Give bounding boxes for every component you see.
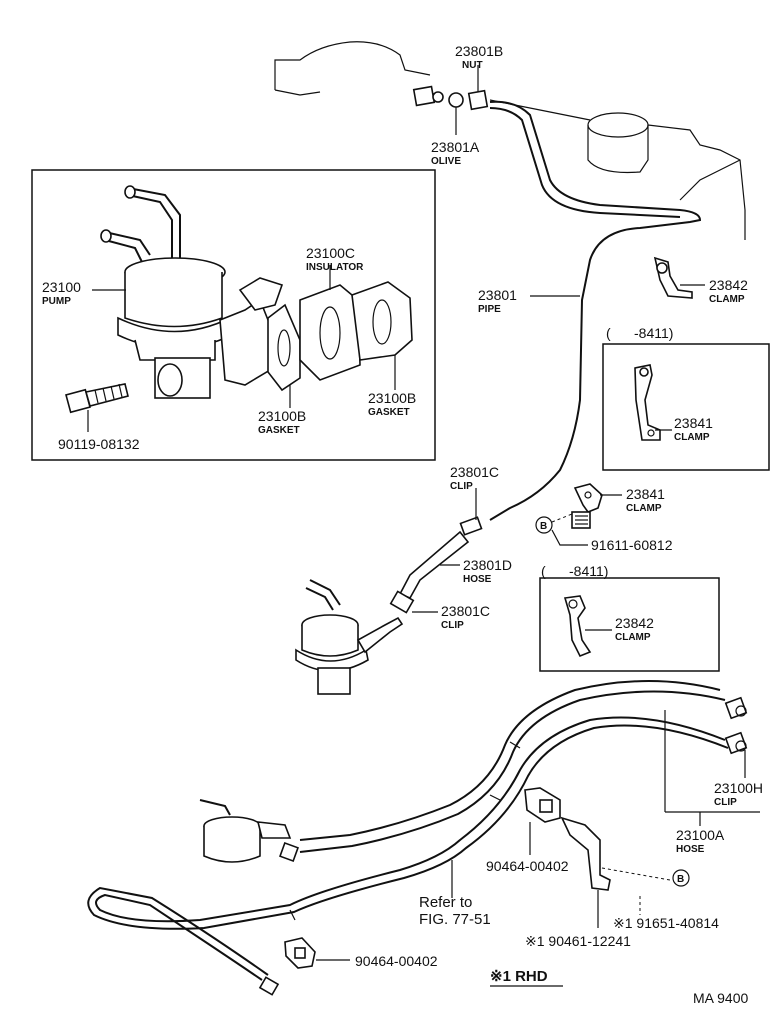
clamp-23841-boxed xyxy=(634,364,672,441)
part-number-23801B: 23801B xyxy=(455,43,503,59)
part-name-clip-lower: CLIP xyxy=(441,620,464,631)
part-number-23801A: 23801A xyxy=(431,139,480,155)
part-number-23100B-left: 23100B xyxy=(258,408,306,424)
part-name-insulator: INSULATOR xyxy=(306,262,364,273)
part-number-23842-top: 23842 xyxy=(709,277,748,293)
part-name-gasket-right: GASKET xyxy=(368,407,410,418)
clamp-90464-lower xyxy=(284,937,350,969)
part-name-clip-23100H: CLIP xyxy=(714,797,737,808)
insulator xyxy=(299,284,361,381)
clip-23801C-upper xyxy=(459,488,483,536)
part-number-23100C: 23100C xyxy=(306,245,355,261)
bolt-90119 xyxy=(65,383,129,432)
clamp-90464-upper xyxy=(524,787,561,855)
part-number-23100H: 23100H xyxy=(714,780,763,796)
part-name-hose: HOSE xyxy=(463,574,492,585)
part-number-23841: 23841 xyxy=(626,486,665,502)
rhd-note: ※1 RHD xyxy=(490,968,548,985)
reference-note-line2: FIG. 77-51 xyxy=(419,911,491,928)
part-name-pump: PUMP xyxy=(42,296,71,307)
part-name-gasket-left: GASKET xyxy=(258,425,300,436)
figure-code: MA 9400 xyxy=(693,990,748,1006)
part-name-hose-23100A: HOSE xyxy=(676,844,705,855)
clamp-23842-frame xyxy=(539,577,720,672)
b-marker-label: B xyxy=(540,521,547,532)
part-number-23801: 23801 xyxy=(478,287,517,303)
clip-filter xyxy=(279,842,299,862)
b-marker-label-lower: B xyxy=(677,874,684,885)
b-marker-lower: B xyxy=(672,869,690,887)
part-number-90464-upper: 90464-00402 xyxy=(486,858,569,874)
pump-assembly-frame xyxy=(31,169,436,461)
clip-23100H-b xyxy=(724,731,748,755)
part-number-91651: ※1 91651-40814 xyxy=(613,915,719,931)
clip-hose-end xyxy=(258,976,280,996)
production-range-upper: ( -8411) xyxy=(606,325,673,341)
fuel-hose-bundle xyxy=(87,680,729,981)
part-number-23801C-lower: 23801C xyxy=(441,603,490,619)
part-number-90464-lower: 90464-00402 xyxy=(355,953,438,969)
gasket-right xyxy=(351,281,413,361)
part-name-clamp-23842-boxed: CLAMP xyxy=(615,632,651,643)
part-name-olive: OLIVE xyxy=(431,156,461,167)
fuel-pump xyxy=(100,185,284,399)
clamp-23841 xyxy=(551,483,622,546)
part-number-23801C-upper: 23801C xyxy=(450,464,499,480)
clamp-23842-top xyxy=(653,256,705,299)
part-number-23841-boxed: 23841 xyxy=(674,415,713,431)
clamp-23841-frame xyxy=(602,343,770,471)
clip-23100H-a xyxy=(724,696,748,720)
gasket-left xyxy=(267,303,301,392)
clip-23801C-lower xyxy=(389,590,438,614)
part-number-23100B-right: 23100B xyxy=(368,390,416,406)
fuel-filter xyxy=(199,799,292,863)
part-name-pipe: PIPE xyxy=(478,304,501,315)
part-name-nut: NUT xyxy=(462,60,483,71)
clamp-90461 xyxy=(560,816,671,928)
reference-note-line1: Refer to xyxy=(419,894,472,911)
hose-23801D xyxy=(398,530,470,600)
part-number-23801D: 23801D xyxy=(463,557,512,573)
part-number-90461: ※1 90461-12241 xyxy=(525,933,631,949)
fuel-pipe-fitting xyxy=(412,65,489,135)
part-number-23842-boxed: 23842 xyxy=(615,615,654,631)
part-name-clamp-23841-boxed: CLAMP xyxy=(674,432,710,443)
part-name-clamp-top: CLAMP xyxy=(709,294,745,305)
part-number-23100A: 23100A xyxy=(676,827,725,843)
production-range-lower: ( -8411) xyxy=(541,563,608,579)
part-number-90119: 90119-08132 xyxy=(58,436,140,452)
part-number-23100: 23100 xyxy=(42,279,81,295)
fuel-pump-secondary xyxy=(295,579,404,695)
clamp-23842-boxed xyxy=(563,595,612,658)
b-marker-upper: B xyxy=(535,516,553,534)
part-name-clamp-23841: CLAMP xyxy=(626,503,662,514)
part-number-91611: 91611-60812 xyxy=(591,537,673,553)
fuel-pipe-23801 xyxy=(489,100,702,521)
part-name-clip-upper: CLIP xyxy=(450,481,473,492)
